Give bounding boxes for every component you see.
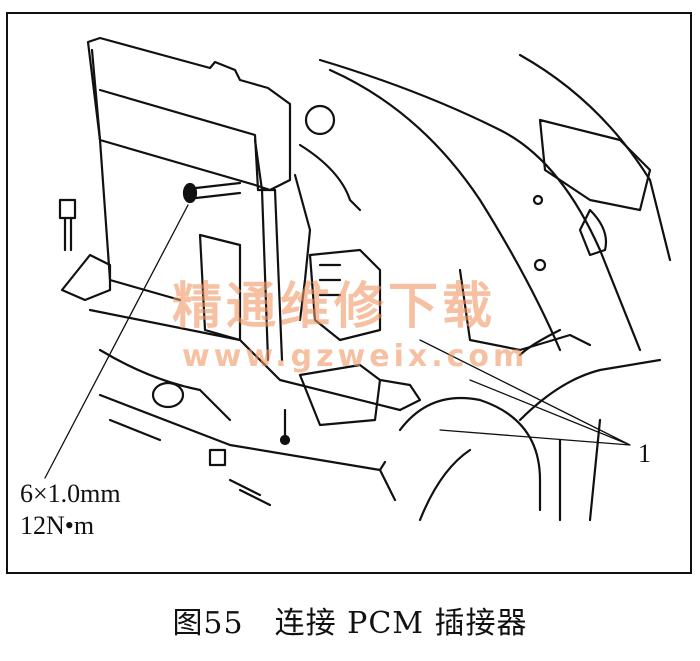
watermark-text: 精通维修下载: [172, 277, 496, 335]
figure-caption: 图55 连接 PCM 插接器: [172, 606, 528, 641]
figure-frame: [6, 12, 692, 574]
bolt-center: [182, 181, 242, 204]
leader-lines: [44, 204, 631, 479]
watermark-url: www.gzweix.com: [182, 339, 529, 374]
bolt-size-label: 6×1.0mm: [20, 479, 121, 508]
bolt-torque-label: 12N•m: [20, 511, 95, 540]
bolt-left: [58, 198, 112, 302]
callout-1-label: 1: [638, 439, 651, 468]
wire-harness: [293, 143, 592, 427]
pcm-module: [86, 36, 292, 362]
vehicle-body: [88, 53, 672, 522]
